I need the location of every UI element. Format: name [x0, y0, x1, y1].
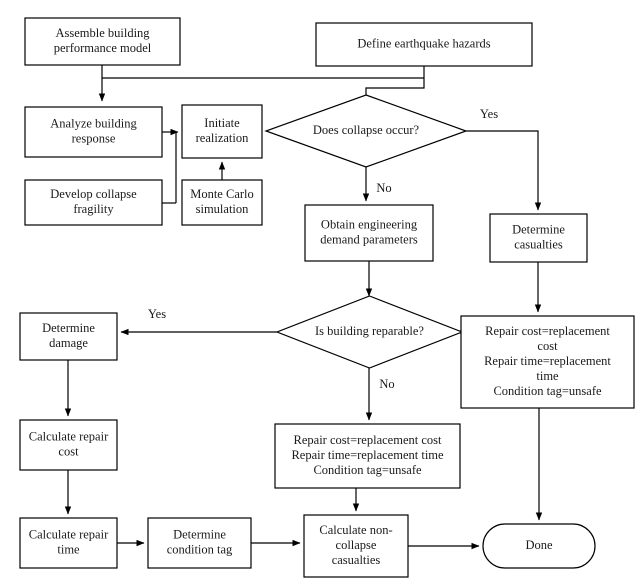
define-hazards-shape [315, 22, 533, 67]
initiate-realization-shape [181, 104, 263, 159]
calculate-repair-cost-shape [19, 419, 118, 471]
edge-label-yes-collapse: Yes [480, 107, 498, 121]
reparable-decision-label: Is building reparable? [315, 324, 424, 338]
analyze-response-shape [24, 106, 163, 158]
node-collapse-decision: Does collapse occur? [264, 94, 468, 168]
assemble-model-shape [24, 17, 181, 66]
replacement-middle-shape [274, 423, 461, 489]
node-reparable-decision: Is building reparable? [275, 295, 464, 369]
edge-branch-down-to-diamond [365, 78, 425, 95]
edge-label-no-reparable: No [379, 377, 394, 391]
edge-diamond-yes-right [466, 130, 542, 211]
determine-condition-tag-shape [147, 517, 252, 569]
collapse-decision-label: Does collapse occur? [313, 123, 420, 137]
done-shape [482, 523, 596, 569]
edges-layer [64, 65, 543, 550]
node-define-hazards: Define earthquake hazards [315, 22, 533, 67]
determine-casualties-shape [489, 213, 588, 263]
replacement-right-shape [460, 315, 635, 409]
define-hazards-label: Define earthquake hazards [357, 36, 490, 50]
node-done: Done [482, 523, 596, 569]
calculate-noncollapse-shape [303, 514, 409, 578]
edge-label-yes-reparable: Yes [148, 307, 166, 321]
edge-label-no-collapse: No [376, 181, 391, 195]
develop-fragility-shape [24, 179, 163, 226]
determine-damage-shape [19, 312, 118, 361]
done-label: Done [525, 538, 553, 552]
reparable-decision-shape [275, 295, 464, 369]
monte-carlo-shape [181, 179, 263, 226]
collapse-decision-shape [264, 94, 468, 168]
obtain-edp-shape [304, 204, 434, 262]
calculate-repair-time-shape [19, 517, 118, 569]
